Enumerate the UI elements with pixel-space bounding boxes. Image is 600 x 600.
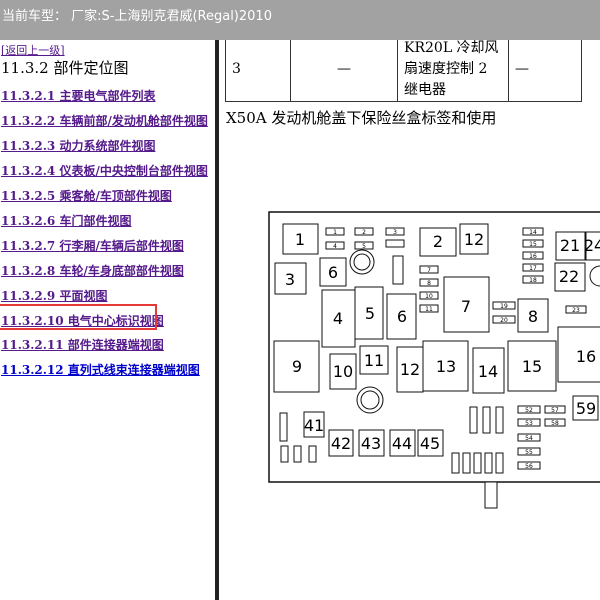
relay-43-label: 43 — [361, 434, 381, 453]
back-link[interactable]: [返回上一级] — [1, 44, 65, 57]
sidebar-item-wheels-underbody[interactable]: 11.3.2.8 车轮/车身底部部件视图 — [1, 264, 184, 278]
mini-fuse-1-label: 1 — [333, 229, 337, 236]
sidebar-item-plan-view[interactable]: 11.3.2.9 平面视图 — [1, 289, 108, 303]
mini-fuse-14-label: 14 — [529, 229, 537, 236]
relay-13-label: 13 — [436, 357, 456, 376]
sidebar-item-doors[interactable]: 11.3.2.6 车门部件视图 — [1, 214, 132, 228]
relay-21-label: 21 — [560, 236, 580, 255]
relay-24-label: 24 — [584, 236, 600, 255]
fuse-box-diagram: 1 3 6 4 5 6 2 12 7 8 9 10 11 12 13 14 15… — [219, 40, 600, 600]
relay-11-label: 11 — [364, 351, 384, 370]
mini-fuse-52-label: 52 — [525, 407, 533, 414]
mini-fuse-58-label: 58 — [551, 420, 559, 427]
relay-12b-label: 12 — [400, 360, 420, 379]
relay-1-label: 1 — [295, 230, 305, 249]
mini-fuse-55-label: 55 — [525, 449, 533, 456]
relay-6a-label: 6 — [328, 263, 338, 282]
relay-15-label: 15 — [522, 357, 542, 376]
content-pane: 3 — KR20L 冷却风扇速度控制 2 继电器 — X50A 发动机舱盖下保险… — [219, 40, 600, 600]
mini-fuse-53-label: 53 — [525, 420, 533, 427]
mini-fuse-56-label: 56 — [525, 463, 533, 470]
mini-fuse-2-label: 2 — [362, 229, 366, 236]
mini-fuse-11-label: 11 — [425, 306, 433, 313]
relay-16-label: 16 — [576, 347, 596, 366]
sidebar-item-front-engine[interactable]: 11.3.2.2 车辆前部/发动机舱部件视图 — [1, 114, 208, 128]
sidebar-item-trunk-rear[interactable]: 11.3.2.7 行李厢/车辆后部件视图 — [1, 239, 184, 253]
relay-45-label: 45 — [420, 434, 440, 453]
mini-fuse-18-label: 18 — [529, 277, 537, 284]
mini-fuse-3-label: 3 — [393, 229, 397, 236]
title-bar: 当前车型： 厂家:S-上海别克君威(Regal)2010 — [0, 0, 600, 40]
sidebar-item-passenger-roof[interactable]: 11.3.2.5 乘客舱/车顶部件视图 — [1, 189, 172, 203]
relay-22-label: 22 — [559, 267, 579, 286]
mini-fuse-20-label: 20 — [500, 317, 508, 324]
mini-fuse-5-label: 5 — [362, 243, 366, 250]
relay-12a-label: 12 — [464, 230, 484, 249]
sidebar-item-electrical-center[interactable]: 11.3.2.10 电气中心标识视图 — [1, 314, 164, 328]
relay-table: 3 — KR20L 冷却风扇速度控制 2 继电器 — — [225, 40, 582, 102]
relay-4-label: 4 — [333, 309, 343, 328]
section-heading: 11.3.2 部件定位图 — [1, 59, 129, 77]
mini-fuse-16-label: 16 — [529, 253, 537, 260]
relay-44-label: 44 — [392, 434, 412, 453]
relay-2-label: 2 — [433, 232, 443, 251]
relay-7-label: 7 — [461, 297, 471, 316]
selection-highlight — [0, 304, 157, 330]
mini-fuses — [279, 227, 587, 474]
mini-fuse-10-label: 10 — [425, 293, 433, 300]
relay-3-label: 3 — [285, 270, 295, 289]
table-cell-dash-2: — — [508, 40, 582, 102]
relay-group — [273, 223, 600, 457]
table-cell-dash: — — [290, 40, 398, 102]
mini-fuse-19-label: 19 — [500, 303, 508, 310]
sidebar-item-main-components[interactable]: 11.3.2.1 主要电气部件列表 — [1, 89, 156, 103]
mini-fuse-8-label: 8 — [427, 280, 431, 287]
mini-fuse-15-label: 15 — [529, 241, 537, 248]
relay-10-label: 10 — [333, 362, 353, 381]
relay-59-label: 59 — [576, 399, 596, 418]
fuse-box-tab — [484, 481, 498, 509]
mini-fuse-57-label: 57 — [551, 407, 559, 414]
sidebar-item-inline-harness[interactable]: 11.3.2.12 直列式线束连接器端视图 — [1, 363, 200, 377]
relay-6b-label: 6 — [397, 307, 407, 326]
relay-41-label: 41 — [304, 416, 324, 435]
relay-42-label: 42 — [331, 434, 351, 453]
sidebar-item-connector-end[interactable]: 11.3.2.11 部件连接器端视图 — [1, 338, 164, 352]
sidebar-item-powertrain[interactable]: 11.3.2.3 动力系统部件视图 — [1, 139, 156, 153]
pane-divider[interactable] — [215, 40, 219, 600]
circular-fuses — [349, 249, 600, 414]
table-cell-description: KR20L 冷却风扇速度控制 2 继电器 — [397, 40, 509, 102]
sidebar-item-instrument-panel[interactable]: 11.3.2.4 仪表板/中央控制台部件视图 — [1, 164, 208, 178]
mini-fuse-4-label: 4 — [333, 243, 337, 250]
mini-fuse-23-label: 23 — [572, 307, 580, 314]
table-row: 3 — KR20L 冷却风扇速度控制 2 继电器 — — [225, 40, 582, 102]
sidebar-nav: [返回上一级] 11.3.2 部件定位图 11.3.2.1 主要电气部件列表 1… — [0, 40, 215, 600]
relay-9-label: 9 — [292, 357, 302, 376]
table-cell-number: 3 — [225, 40, 291, 102]
fuse-box-caption: X50A 发动机舱盖下保险丝盒标签和使用 — [226, 109, 497, 127]
mini-fuse-54-label: 54 — [525, 435, 533, 442]
vehicle-model-label: 当前车型： 厂家:S-上海别克君威(Regal)2010 — [2, 9, 272, 24]
mini-fuse-7-label: 7 — [427, 267, 431, 274]
relay-5-label: 5 — [365, 304, 375, 323]
relay-14-label: 14 — [478, 362, 498, 381]
relay-8-label: 8 — [528, 307, 538, 326]
mini-fuse-17-label: 17 — [529, 265, 537, 272]
